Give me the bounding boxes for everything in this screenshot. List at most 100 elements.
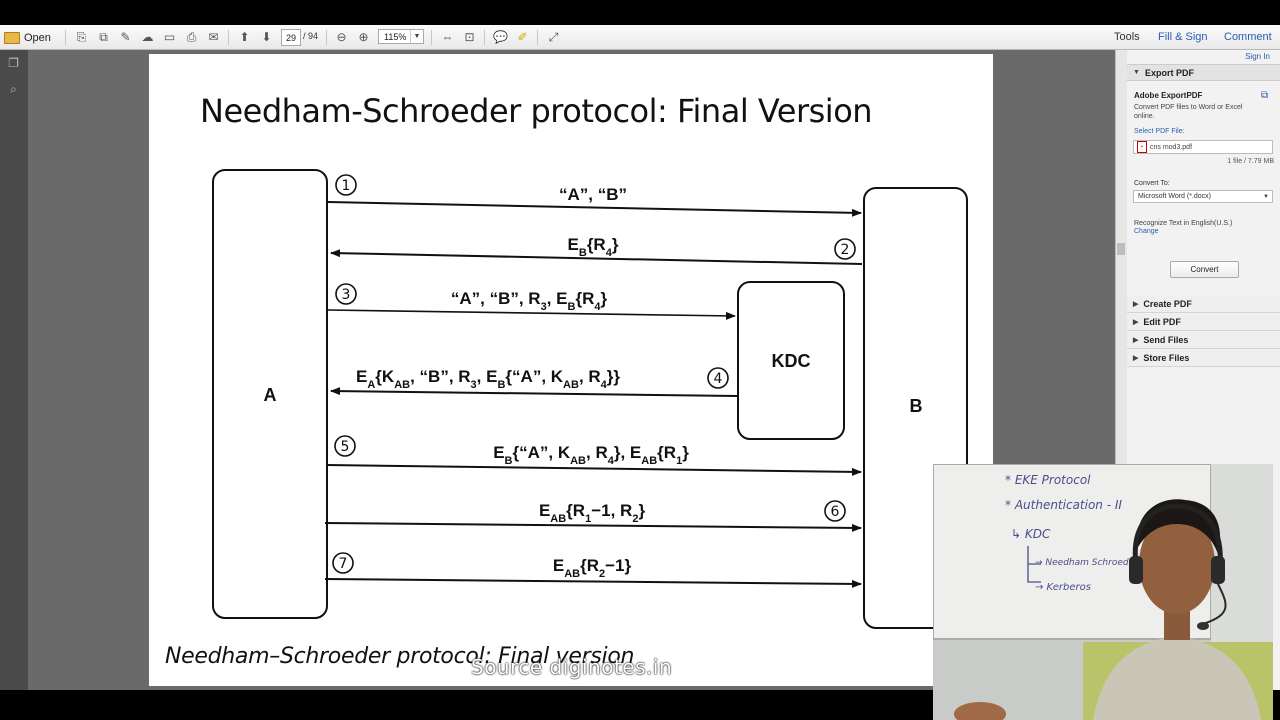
combine-icon[interactable]: ⧉ bbox=[99, 29, 108, 44]
kdc-box bbox=[737, 281, 845, 440]
protocol-diagram: A B KDC 1 2 3 4 5 6 7 bbox=[212, 169, 968, 629]
triangle-right-icon: ▶ bbox=[1133, 337, 1139, 344]
folder-icon bbox=[4, 31, 20, 44]
edit-pdf-section-header[interactable]: ▶ Edit PDF bbox=[1127, 314, 1280, 331]
create-pdf-icon[interactable]: ⎘ bbox=[76, 29, 87, 44]
fit-page-icon[interactable]: ⊡ bbox=[464, 30, 475, 44]
zoom-in-icon[interactable]: ⊕ bbox=[358, 30, 369, 44]
whiteboard-line: → Needham Schroeder bbox=[1035, 558, 1139, 568]
convert-button[interactable]: Convert bbox=[1170, 261, 1239, 278]
cloud-upload-icon[interactable]: ☁ bbox=[141, 30, 154, 44]
source-watermark: Source diginotes.in bbox=[471, 655, 673, 679]
toolbar-separator bbox=[228, 30, 229, 45]
page-number-input[interactable]: 29 bbox=[281, 29, 301, 46]
message-step-5: EB{“A”, KAB, R4}, EAB{R1} bbox=[493, 443, 689, 467]
select-file-label: Select PDF File: bbox=[1134, 128, 1185, 135]
step-number: 5 bbox=[341, 439, 350, 455]
section-label: Edit PDF bbox=[1143, 317, 1181, 327]
step-number: 2 bbox=[841, 242, 850, 258]
fullscreen-icon[interactable]: ⤢ bbox=[548, 29, 559, 44]
webcam-overlay: * EKE Protocol * Authentication - II ↳ K… bbox=[933, 464, 1273, 720]
fill-sign-tab[interactable]: Fill & Sign bbox=[1158, 31, 1208, 43]
webcam-scene: * EKE Protocol * Authentication - II ↳ K… bbox=[933, 464, 1273, 720]
arrow-2 bbox=[330, 249, 863, 265]
scrollbar-thumb[interactable] bbox=[1117, 243, 1125, 255]
kdc-label: KDC bbox=[772, 351, 811, 371]
selected-file-field[interactable]: ▪ cns mod3.pdf bbox=[1133, 140, 1273, 154]
export-description: Convert PDF files to Word or Excel onlin… bbox=[1134, 104, 1243, 120]
save-icon[interactable]: ▭ bbox=[163, 30, 176, 44]
pages-icon[interactable]: ❐ bbox=[8, 56, 19, 70]
section-label: Create PDF bbox=[1143, 299, 1192, 309]
arrow-7 bbox=[324, 578, 862, 588]
figure-caption: Needham–Schroeder protocol: Final versio… bbox=[165, 644, 635, 669]
highlight-icon[interactable]: ✐ bbox=[517, 30, 528, 44]
convert-format-select[interactable]: Microsoft Word (*.docx) ▼ bbox=[1133, 190, 1273, 203]
triangle-right-icon: ▶ bbox=[1133, 355, 1139, 362]
open-button[interactable]: Open bbox=[4, 28, 51, 47]
create-pdf-section-header[interactable]: ▶ Create PDF bbox=[1127, 296, 1280, 313]
comment-icon[interactable]: 💬 bbox=[493, 30, 508, 44]
edit-icon[interactable]: ✎ bbox=[120, 30, 131, 44]
previous-page-icon[interactable]: ⬆ bbox=[239, 30, 250, 44]
toolbar-separator bbox=[484, 30, 485, 45]
step-number: 7 bbox=[339, 556, 348, 572]
step-number: 6 bbox=[831, 504, 840, 520]
zoom-value: 115% bbox=[384, 31, 407, 42]
selected-file-name: cns mod3.pdf bbox=[1150, 143, 1193, 151]
export-info-icon[interactable]: ⧉ bbox=[1261, 90, 1269, 101]
person-hand bbox=[954, 702, 1006, 720]
message-step-1: “A”, “B” bbox=[559, 185, 627, 204]
recognize-text-label: Recognize Text in English(U.S.) bbox=[1134, 220, 1233, 227]
arrow-1 bbox=[327, 201, 862, 217]
attachment-icon[interactable]: ⌕ bbox=[10, 81, 17, 96]
toolbar-separator bbox=[537, 30, 538, 45]
person-face bbox=[1139, 514, 1215, 614]
top-black-bar bbox=[0, 0, 1280, 25]
entity-a-label: A bbox=[264, 385, 277, 405]
chevron-down-icon: ▼ bbox=[410, 30, 423, 43]
tools-tab[interactable]: Tools bbox=[1114, 31, 1140, 43]
arrow-3 bbox=[327, 309, 736, 320]
convert-to-label: Convert To: bbox=[1134, 180, 1170, 187]
section-label: Store Files bbox=[1143, 353, 1190, 363]
arrow-4 bbox=[330, 387, 738, 397]
send-files-section-header[interactable]: ▶ Send Files bbox=[1127, 332, 1280, 349]
message-step-7: EAB{R2−1} bbox=[553, 556, 632, 580]
step-number: 3 bbox=[342, 287, 351, 303]
file-info: 1 file / 7.79 MB bbox=[1227, 158, 1274, 165]
whiteboard-line: * Authentication - II bbox=[1005, 498, 1122, 512]
comment-tab[interactable]: Comment bbox=[1224, 31, 1272, 43]
sign-in-link[interactable]: Sign In bbox=[1245, 52, 1270, 61]
toolbar-separator bbox=[431, 30, 432, 45]
print-icon[interactable]: ⎙ bbox=[186, 29, 197, 44]
triangle-down-icon: ▼ bbox=[1133, 69, 1140, 76]
email-icon[interactable]: ✉ bbox=[208, 30, 219, 44]
step-number: 1 bbox=[342, 178, 351, 194]
toolbar-separator bbox=[65, 30, 66, 45]
left-navigation-pane: ❐ ⌕ bbox=[0, 50, 29, 690]
whiteboard-line: * EKE Protocol bbox=[1005, 473, 1091, 487]
arrow-6 bbox=[324, 522, 862, 532]
next-page-icon[interactable]: ⬇ bbox=[261, 30, 272, 44]
person-shirt bbox=[1093, 636, 1261, 720]
step-number: 4 bbox=[714, 371, 723, 387]
export-pdf-section-header[interactable]: ▼ Export PDF bbox=[1127, 64, 1280, 81]
message-step-4: EA{KAB, “B”, R3, EB{“A”, KAB, R4}} bbox=[356, 367, 620, 391]
headset-icon bbox=[1132, 503, 1223, 567]
convert-format-value: Microsoft Word (*.docx) bbox=[1138, 193, 1211, 200]
triangle-right-icon: ▶ bbox=[1133, 319, 1139, 326]
fit-width-icon[interactable]: ⇔ bbox=[441, 30, 454, 44]
entity-a-box bbox=[212, 169, 328, 619]
triangle-right-icon: ▶ bbox=[1133, 301, 1139, 308]
arrow-5 bbox=[326, 464, 862, 476]
change-language-link[interactable]: Change bbox=[1134, 228, 1159, 235]
message-step-3: “A”, “B”, R3, EB{R4} bbox=[451, 289, 608, 313]
zoom-out-icon[interactable]: ⊖ bbox=[336, 30, 347, 44]
store-files-section-header[interactable]: ▶ Store Files bbox=[1127, 350, 1280, 367]
entity-b-label: B bbox=[910, 396, 923, 416]
zoom-select[interactable]: 115% ▼ bbox=[378, 29, 424, 44]
message-step-2: EB{R4} bbox=[568, 235, 619, 259]
toolbar-separator bbox=[326, 30, 327, 45]
section-label: Send Files bbox=[1143, 335, 1189, 345]
